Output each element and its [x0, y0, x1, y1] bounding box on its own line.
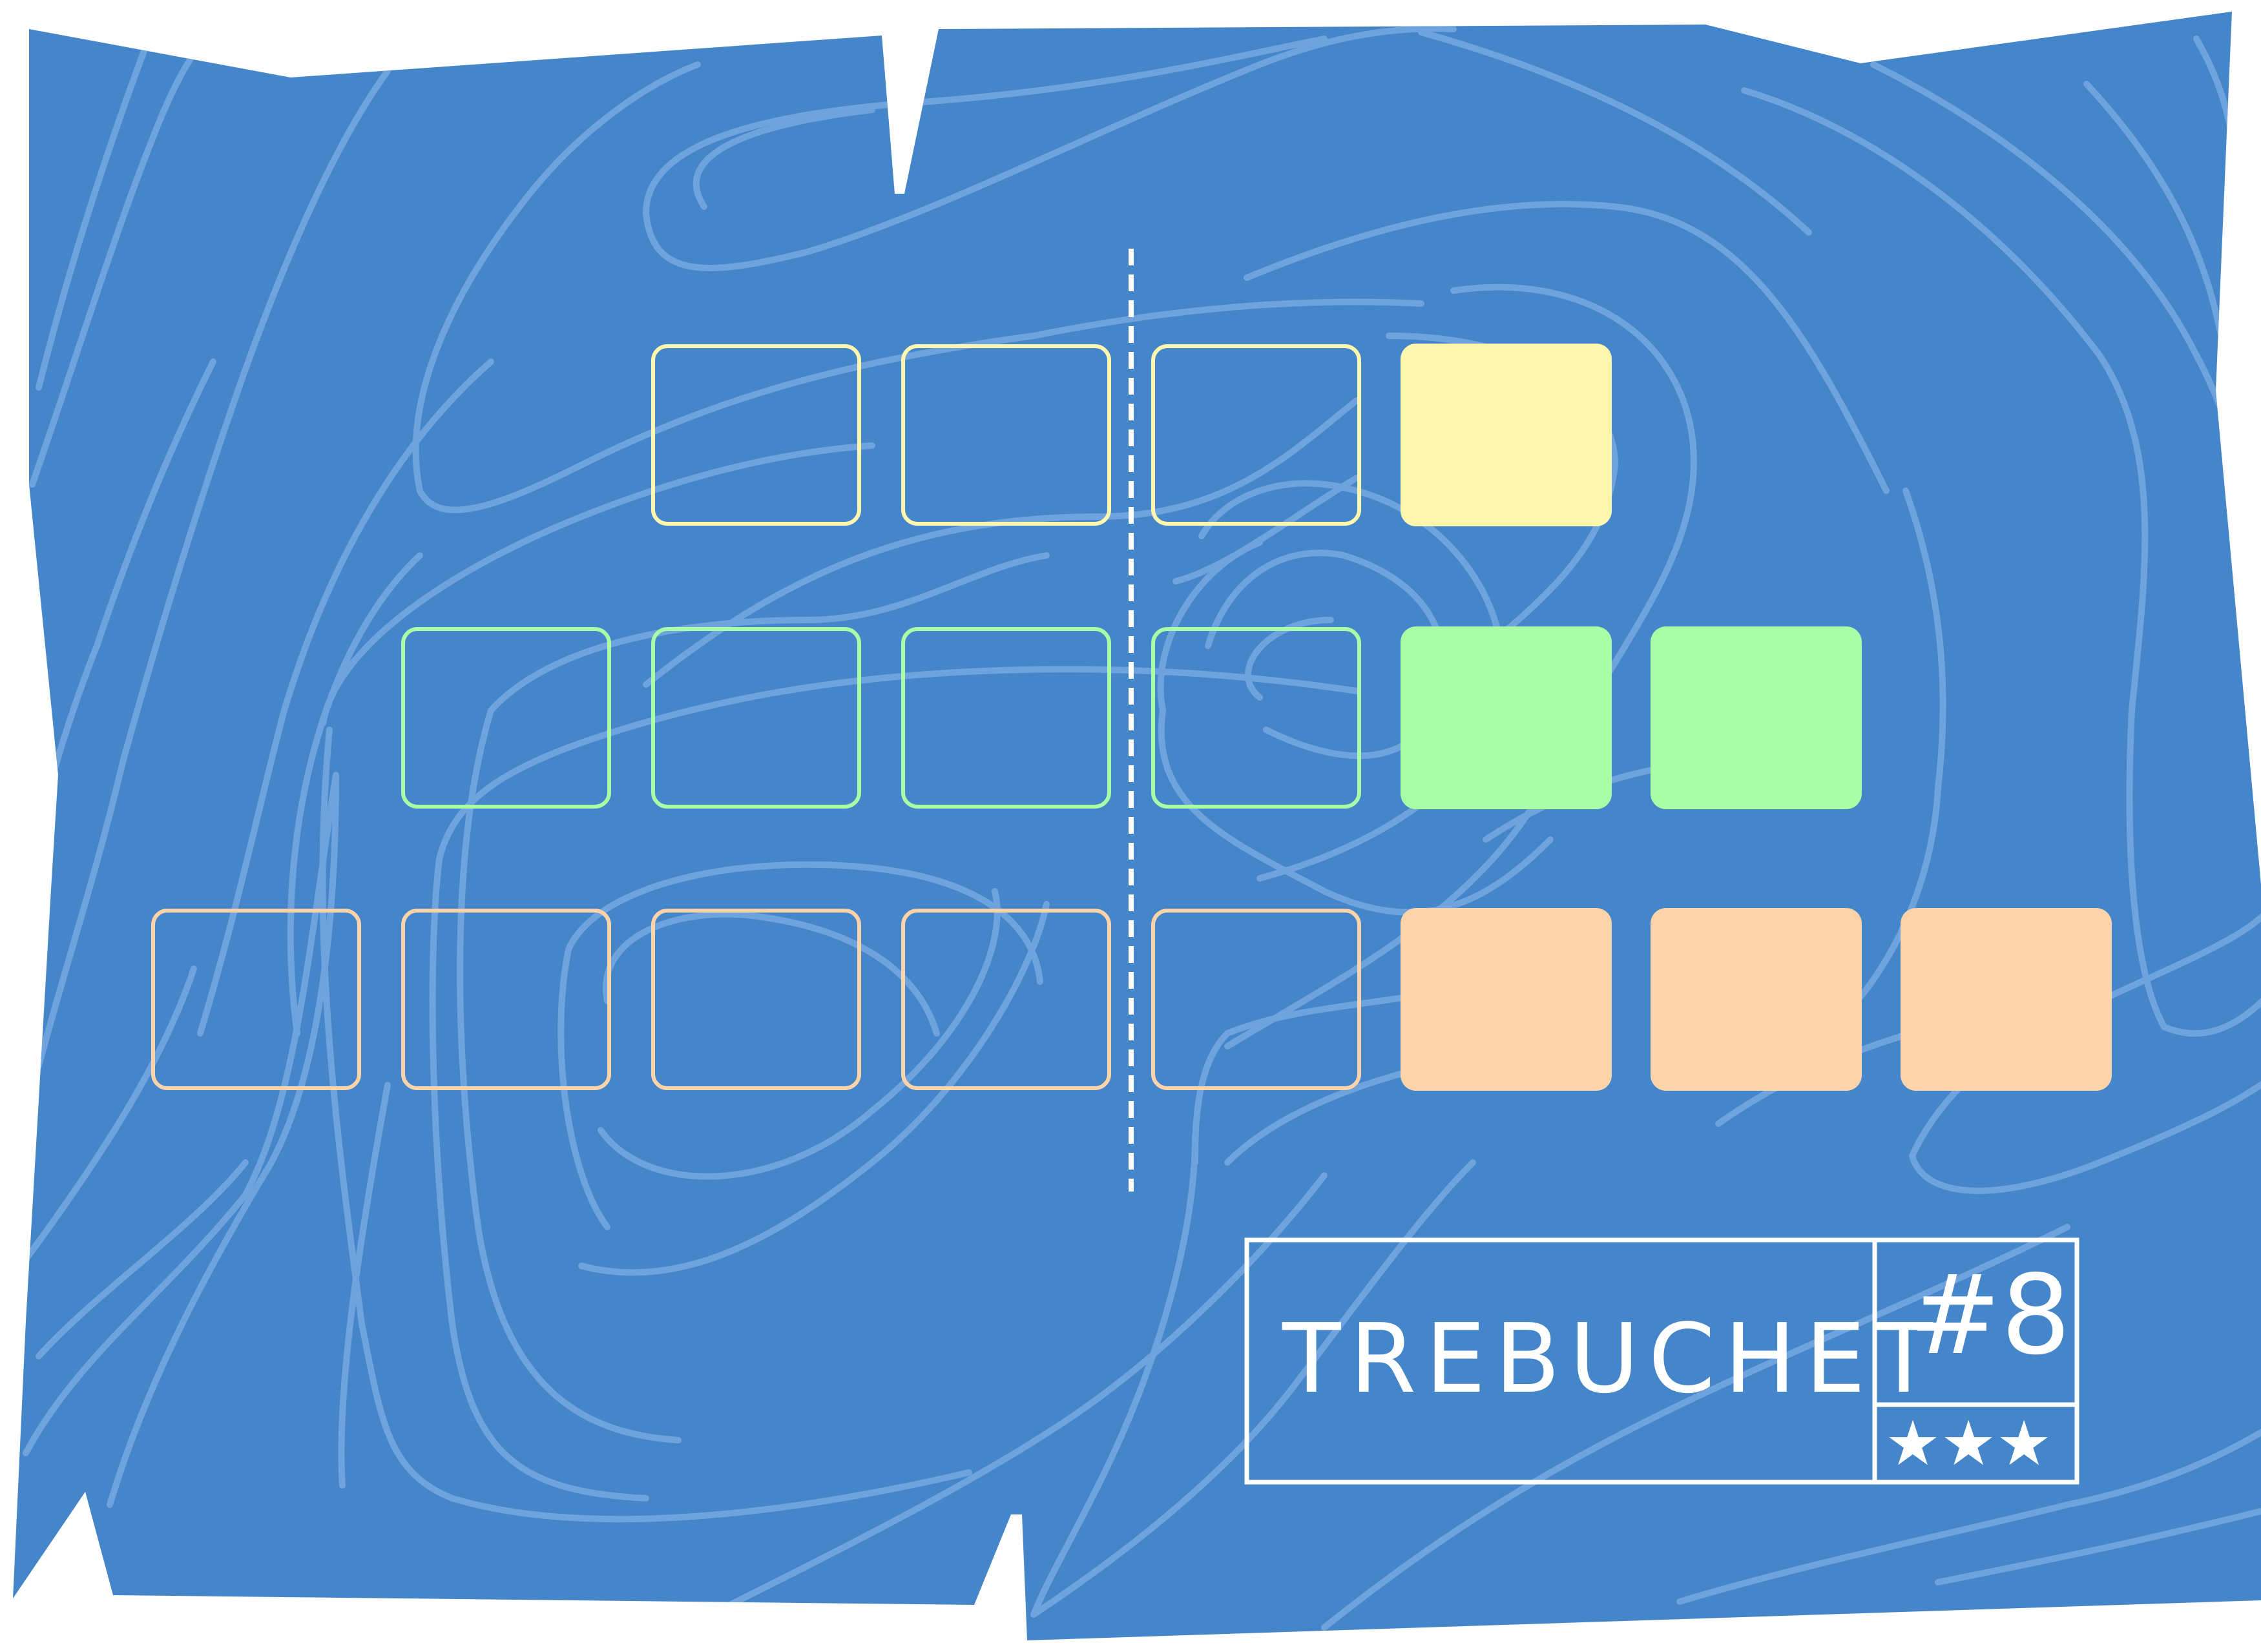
empty-slot-row1-col4[interactable]	[901, 344, 1111, 526]
title-card-frame	[1244, 1237, 2079, 1485]
filled-tile-row2-col6[interactable]	[1401, 626, 1612, 809]
filled-tile-row3-col6[interactable]	[1401, 908, 1612, 1091]
empty-slot-row3-col5[interactable]	[1151, 909, 1361, 1090]
puzzle-title: TREBUCHET	[1282, 1303, 1942, 1414]
empty-slot-row2-col2[interactable]	[401, 627, 611, 809]
empty-slot-row1-col3[interactable]	[651, 344, 861, 526]
map-background	[13, 12, 2261, 1640]
puzzle-number: #8	[1909, 1252, 2071, 1379]
empty-slot-row3-col1[interactable]	[151, 909, 361, 1090]
title-card: TREBUCHET #8 ★★★	[1244, 1237, 2079, 1485]
topographic-contours	[23, 25, 2261, 1631]
filled-tile-row3-col8[interactable]	[1901, 908, 2112, 1091]
filled-tile-row2-col7[interactable]	[1651, 626, 1862, 809]
empty-slot-row2-col4[interactable]	[901, 627, 1111, 809]
empty-slot-row3-col4[interactable]	[901, 909, 1111, 1090]
filled-tile-row3-col7[interactable]	[1651, 908, 1862, 1091]
filled-tile-row1-col6[interactable]	[1401, 344, 1612, 526]
tile-grid	[151, 344, 2112, 1091]
empty-slot-row2-col5[interactable]	[1151, 627, 1361, 809]
empty-slot-row3-col3[interactable]	[651, 909, 861, 1090]
empty-slot-row2-col3[interactable]	[651, 627, 861, 809]
difficulty-stars: ★★★	[1885, 1407, 2052, 1480]
empty-slot-row3-col2[interactable]	[401, 909, 611, 1090]
empty-slot-row1-col5[interactable]	[1151, 344, 1361, 526]
